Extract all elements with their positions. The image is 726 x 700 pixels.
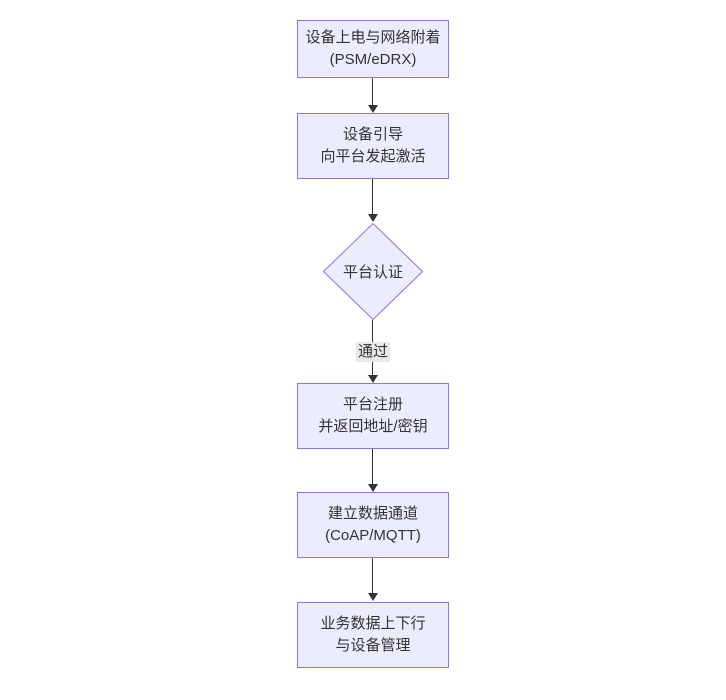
- edge-d-e: [372, 449, 373, 485]
- node-label-line: (PSM/eDRX): [329, 51, 417, 68]
- arrow-down-icon: [368, 214, 378, 222]
- decision-diamond-shape: [323, 223, 423, 320]
- node-label-line: 建立数据通道: [327, 505, 418, 522]
- node-device-power-attach: 设备上电与网络附着 (PSM/eDRX): [297, 20, 449, 78]
- node-label-line: (CoAP/MQTT): [325, 527, 421, 544]
- arrow-down-icon: [368, 484, 378, 492]
- arrow-down-icon: [368, 375, 378, 383]
- edge-e-f: [372, 558, 373, 594]
- node-label-line: 设备引导: [342, 126, 403, 143]
- node-label-line: 平台注册: [342, 396, 403, 413]
- arrow-down-icon: [368, 593, 378, 601]
- decision-platform-auth: 平台认证: [323, 223, 423, 320]
- node-platform-register: 平台注册 并返回地址/密钥: [297, 383, 449, 449]
- node-label-line: 向平台发起激活: [320, 148, 426, 165]
- node-label-line: 平台认证: [342, 264, 403, 281]
- node-label-line: 并返回地址/密钥: [318, 418, 428, 435]
- edge-a-b: [372, 78, 373, 106]
- edge-b-c: [372, 179, 373, 215]
- node-label-line: 与设备管理: [335, 637, 411, 654]
- node-label-line: 业务数据上下行: [320, 615, 426, 632]
- edge-label-pass: 通过: [355, 342, 391, 362]
- node-device-bootstrap: 设备引导 向平台发起激活: [297, 113, 449, 179]
- arrow-down-icon: [368, 105, 378, 113]
- node-business-data-mgmt: 业务数据上下行 与设备管理: [297, 602, 449, 668]
- node-label-line: 设备上电与网络附着: [305, 29, 441, 46]
- node-data-channel: 建立数据通道 (CoAP/MQTT): [297, 492, 449, 558]
